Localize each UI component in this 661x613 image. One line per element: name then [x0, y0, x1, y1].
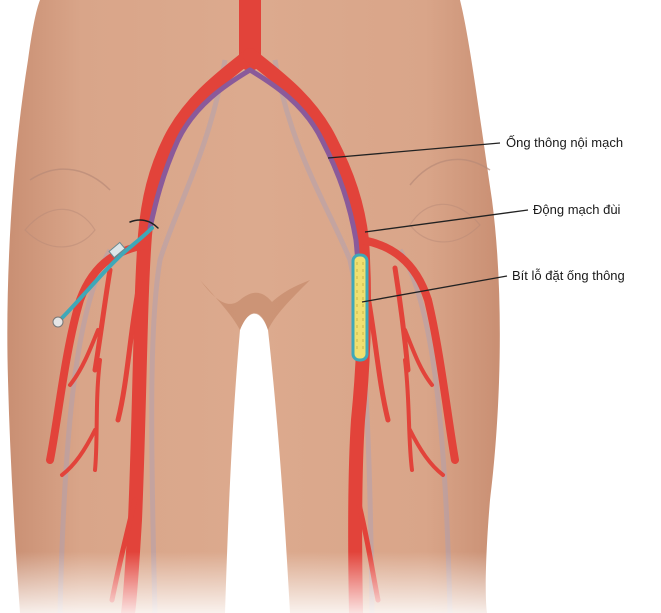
label-femoral-artery: Động mạch đùi — [533, 202, 620, 217]
label-closure-device: Bít lỗ đặt ống thông — [512, 268, 625, 283]
label-catheter: Ống thông nội mạch — [506, 135, 623, 150]
